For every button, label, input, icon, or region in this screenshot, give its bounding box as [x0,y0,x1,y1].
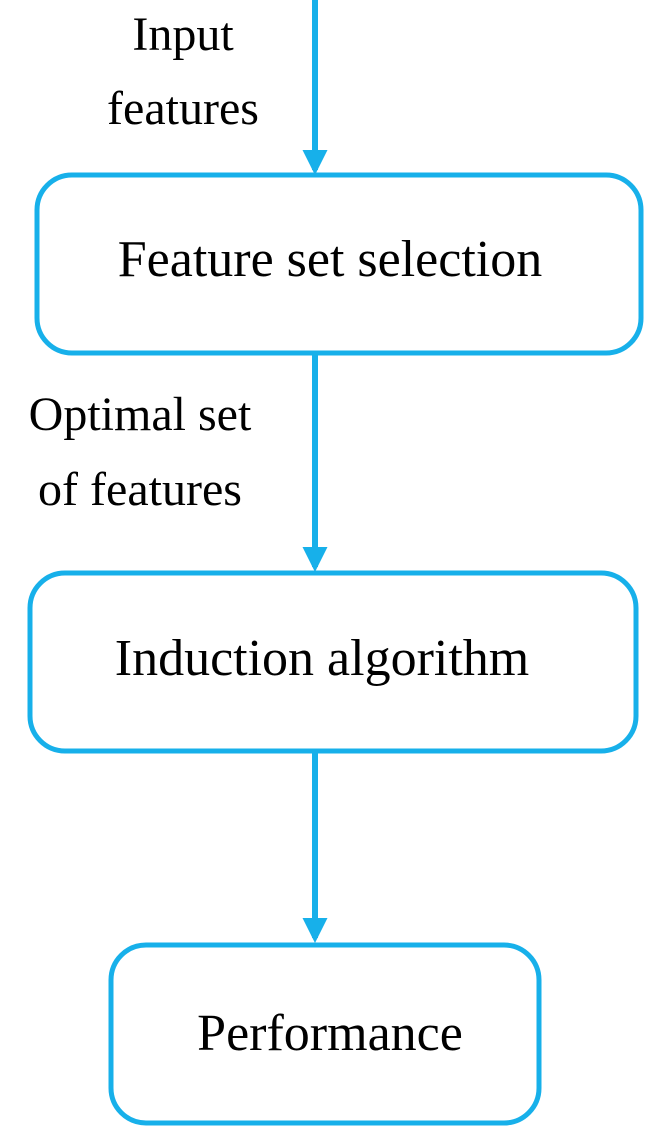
optimal-set-label-line1: Optimal set [29,388,252,441]
performance-box [108,942,542,1126]
performance-label: Performance [197,1005,463,1062]
input-features-label-line1: Input [132,8,234,61]
feature-set-selection-box [34,172,644,356]
optimal-set-label-line2: of features [38,463,242,516]
induction-algorithm-label: Induction algorithm [115,630,529,687]
induction-algorithm-box [27,570,639,754]
input-features-label-line2: features [107,82,259,135]
feature-set-selection-label: Feature set selection [118,231,543,288]
